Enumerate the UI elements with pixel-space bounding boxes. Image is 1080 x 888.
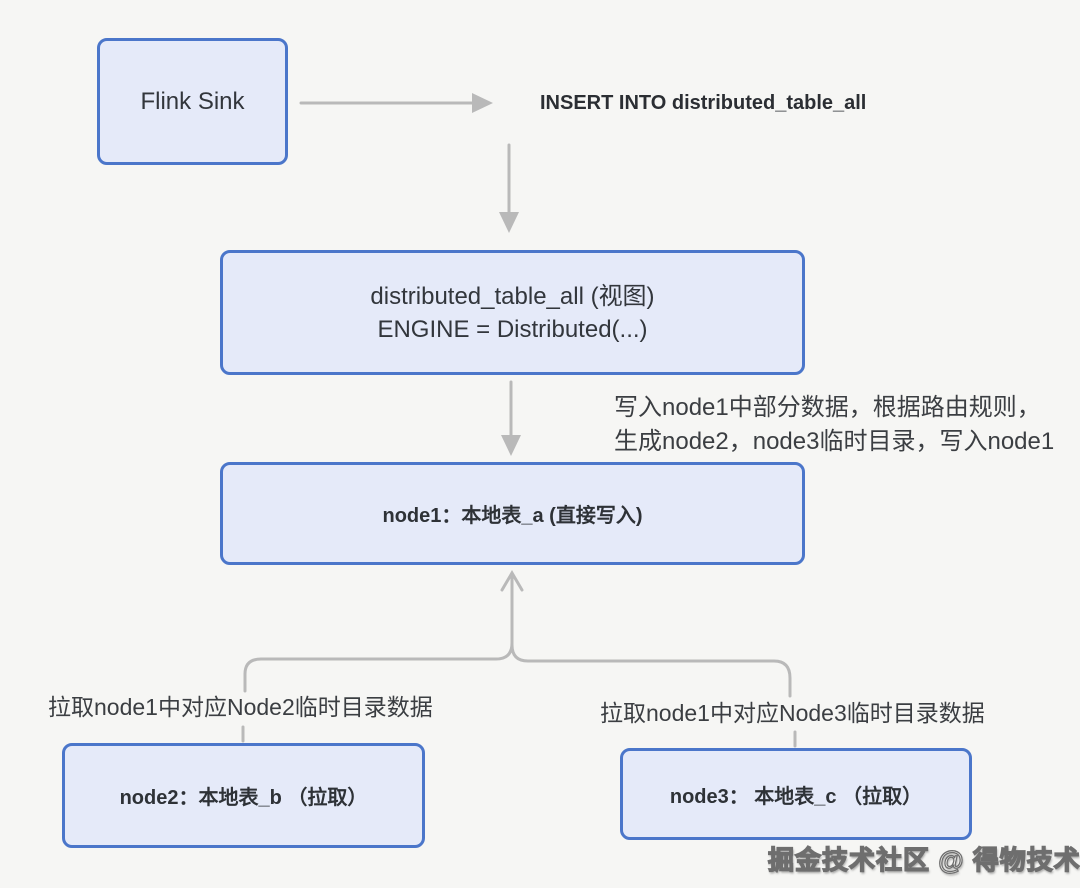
distributed-table-engine: ENGINE = Distributed(...) bbox=[377, 315, 648, 343]
pull-node2-label: 拉取node1中对应Node2临时目录数据 bbox=[48, 694, 433, 720]
node1-node: node1：本地表_a (直接写入) bbox=[220, 462, 805, 565]
right-arrow-icon bbox=[472, 93, 493, 113]
node1-label: node1：本地表_a (直接写入) bbox=[382, 505, 643, 527]
routing-note: 写入node1中部分数据，根据路由规则， 生成node2，node3临时目录，写… bbox=[614, 391, 1054, 459]
merge-right-branch bbox=[510, 643, 792, 698]
node3-node: node3： 本地表_c （拉取） bbox=[620, 748, 972, 840]
node2-node: node2：本地表_b （拉取） bbox=[62, 743, 425, 848]
down-arrow-icon bbox=[501, 435, 521, 456]
merge-left-branch bbox=[243, 641, 514, 693]
down-arrow-icon bbox=[499, 212, 519, 233]
routing-note-line1: 写入node1中部分数据，根据路由规则， bbox=[614, 394, 1041, 421]
node3-label: node3： 本地表_c （拉取） bbox=[669, 785, 923, 808]
pull-node3-label: 拉取node1中对应Node3临时目录数据 bbox=[600, 700, 985, 726]
distributed-table-name: distributed_table_all (视图) bbox=[370, 282, 655, 310]
up-arrow-icon bbox=[500, 570, 524, 592]
flink-sink-node: Flink Sink bbox=[97, 38, 288, 165]
insert-sql-label: INSERT INTO distributed_table_all bbox=[540, 92, 867, 114]
routing-note-line2: 生成node2，node3临时目录，写入node1 bbox=[614, 428, 1055, 455]
watermark: 掘金技术社区 @ 得物技术 bbox=[767, 844, 1080, 875]
distributed-table-node: distributed_table_all (视图) ENGINE = Dist… bbox=[220, 250, 805, 375]
node2-label: node2：本地表_b （拉取） bbox=[119, 787, 368, 809]
flink-sink-label: Flink Sink bbox=[140, 88, 245, 115]
